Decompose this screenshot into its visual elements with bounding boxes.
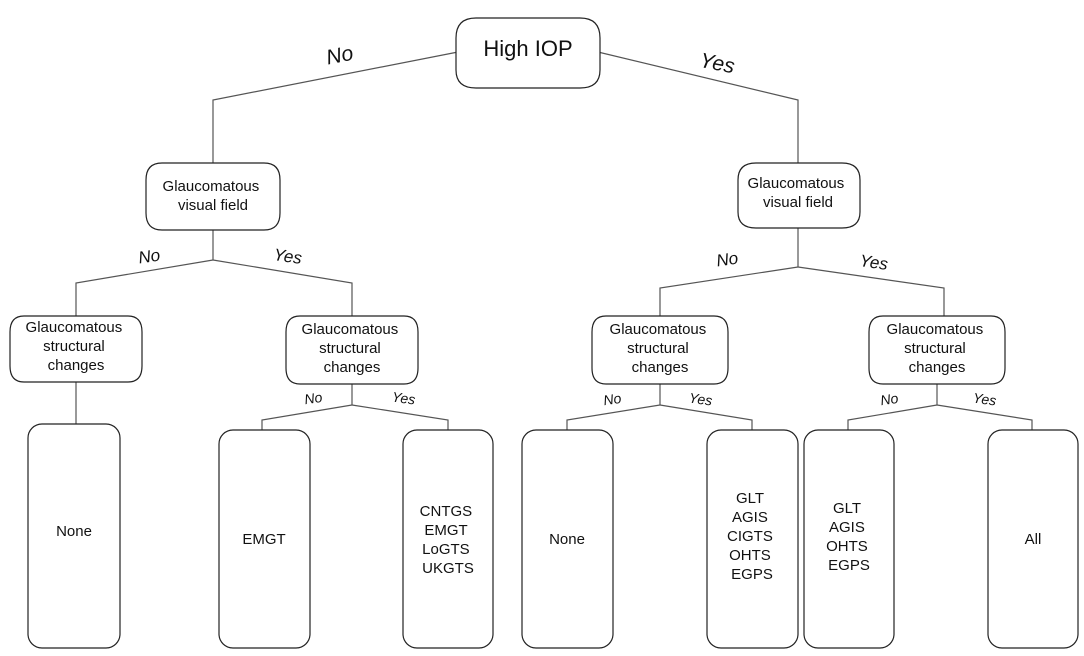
edge-label-struct-rl-yes: Yes (688, 390, 713, 409)
edge-label-struct-rr-yes: Yes (972, 390, 997, 409)
outcome-5-line-3: CIGTS (727, 528, 773, 545)
svg-text:EMGT: EMGT (242, 531, 285, 548)
edge-struct-rr-yes (936, 404, 1033, 430)
left-field-line-2: visual field (178, 197, 248, 214)
connectors (75, 51, 1033, 430)
edge-struct-rr-no (847, 404, 938, 430)
struct-rr-line-3: changes (909, 359, 966, 376)
outcome-5-line-2: AGIS (732, 509, 768, 526)
edge-right-field-no (659, 266, 799, 316)
struct-lr-line-1: Glaucomatous (302, 321, 399, 338)
edge-struct-rl-yes (659, 404, 753, 430)
struct-ll-line-2: structural (43, 338, 105, 355)
edge-struct-lr-no (261, 404, 353, 430)
edge-label-root-no: No (324, 42, 355, 70)
svg-text:GLT AGIS CIGTS: GLT AGIS CIGTS OHTS EGPS (727, 490, 777, 583)
outcome-cntgs-group: CNTGS EMGT LoGTS UKGTS (402, 429, 494, 649)
svg-text:None: None (56, 523, 92, 540)
outcome-3-line-4: UKGTS (422, 560, 474, 577)
edge-root-yes (597, 51, 799, 163)
struct-lr-node: Glaucomatous structural changes (285, 315, 419, 385)
outcome-glt-group-1: GLT AGIS CIGTS OHTS EGPS (706, 429, 799, 649)
edge-label-struct-rl-no: No (602, 390, 622, 408)
svg-text:Glaucomatous visual fiel: Glaucomatous visual field (748, 175, 849, 211)
edge-left-field-no (75, 259, 214, 316)
outcome-3-line-2: EMGT (424, 522, 467, 539)
outcome-3-line-1: CNTGS (420, 503, 473, 520)
outcome-5-line-1: GLT (736, 490, 764, 507)
outcome-3-line-3: LoGTS (422, 541, 470, 558)
outcome-none-left: None (27, 423, 121, 649)
outcome-6-line-1: GLT (833, 500, 861, 517)
svg-text:All: All (1025, 531, 1042, 548)
svg-text:CNTGS EMGT LoGTS: CNTGS EMGT LoGTS UKGTS (420, 503, 477, 577)
outcome-6-line-4: EGPS (828, 557, 870, 574)
left-field-line-1: Glaucomatous (163, 178, 260, 195)
struct-rl-node: Glaucomatous structural changes (591, 315, 729, 385)
edge-root-no (212, 51, 459, 163)
right-field-line-2: visual field (763, 194, 833, 211)
struct-ll-line-1: Glaucomatous (26, 319, 123, 336)
struct-lr-line-2: structural (319, 340, 381, 357)
struct-rr-line-2: structural (904, 340, 966, 357)
struct-rl-line-1: Glaucomatous (610, 321, 707, 338)
edge-label-struct-lr-no: No (303, 389, 323, 407)
struct-ll-line-3: changes (48, 357, 105, 374)
edge-struct-rl-no (566, 404, 661, 430)
outcome-6-line-3: OHTS (826, 538, 868, 555)
outcome-emgt: EMGT (218, 429, 311, 649)
outcome-1-line-1: None (56, 523, 92, 540)
svg-text:Glaucomatous structural: Glaucomatous structural changes (26, 319, 127, 374)
svg-text:None: None (549, 531, 585, 548)
root-node: High IOP (455, 17, 601, 89)
right-visual-field-node: Glaucomatous visual field (737, 162, 861, 229)
edge-left-field-yes (212, 259, 353, 316)
left-visual-field-node: Glaucomatous visual field (145, 162, 281, 231)
outcome-all: All (987, 429, 1079, 649)
struct-rl-line-2: structural (627, 340, 689, 357)
outcome-none-mid: None (521, 429, 614, 649)
struct-rr-node: Glaucomatous structural changes (868, 315, 1006, 385)
edge-label-left-field-yes: Yes (272, 245, 303, 268)
struct-ll-node: Glaucomatous structural changes (9, 315, 143, 383)
edge-right-field-yes (797, 266, 945, 316)
struct-lr-line-3: changes (324, 359, 381, 376)
svg-text:Glaucomatous structural: Glaucomatous structural changes (887, 321, 988, 376)
outcome-5-line-5: EGPS (731, 566, 773, 583)
struct-rr-line-1: Glaucomatous (887, 321, 984, 338)
edge-label-left-field-no: No (137, 246, 161, 268)
edge-label-right-field-no: No (715, 249, 739, 271)
edge-label-right-field-yes: Yes (858, 251, 889, 274)
outcome-5-line-4: OHTS (729, 547, 771, 564)
svg-text:Glaucomatous visual fiel: Glaucomatous visual field (163, 178, 264, 214)
right-field-line-1: Glaucomatous (748, 175, 845, 192)
svg-text:Glaucomatous structural: Glaucomatous structural changes (610, 321, 711, 376)
svg-text:Glaucomatous structural: Glaucomatous structural changes (302, 321, 403, 376)
edge-label-root-yes: Yes (698, 49, 737, 78)
outcome-4-line-1: None (549, 531, 585, 548)
edge-label-struct-lr-yes: Yes (391, 389, 416, 408)
outcome-glt-group-2: GLT AGIS OHTS EGPS (803, 429, 895, 649)
outcome-6-line-2: AGIS (829, 519, 865, 536)
edge-struct-lr-yes (351, 404, 449, 430)
outcome-7-line-1: All (1025, 531, 1042, 548)
outcome-2-line-1: EMGT (242, 531, 285, 548)
struct-rl-line-3: changes (632, 359, 689, 376)
svg-text:GLT AGIS OHTS: GLT AGIS OHTS EGPS (826, 500, 872, 574)
root-label: High IOP (483, 36, 572, 61)
edge-label-struct-rr-no: No (879, 390, 899, 408)
